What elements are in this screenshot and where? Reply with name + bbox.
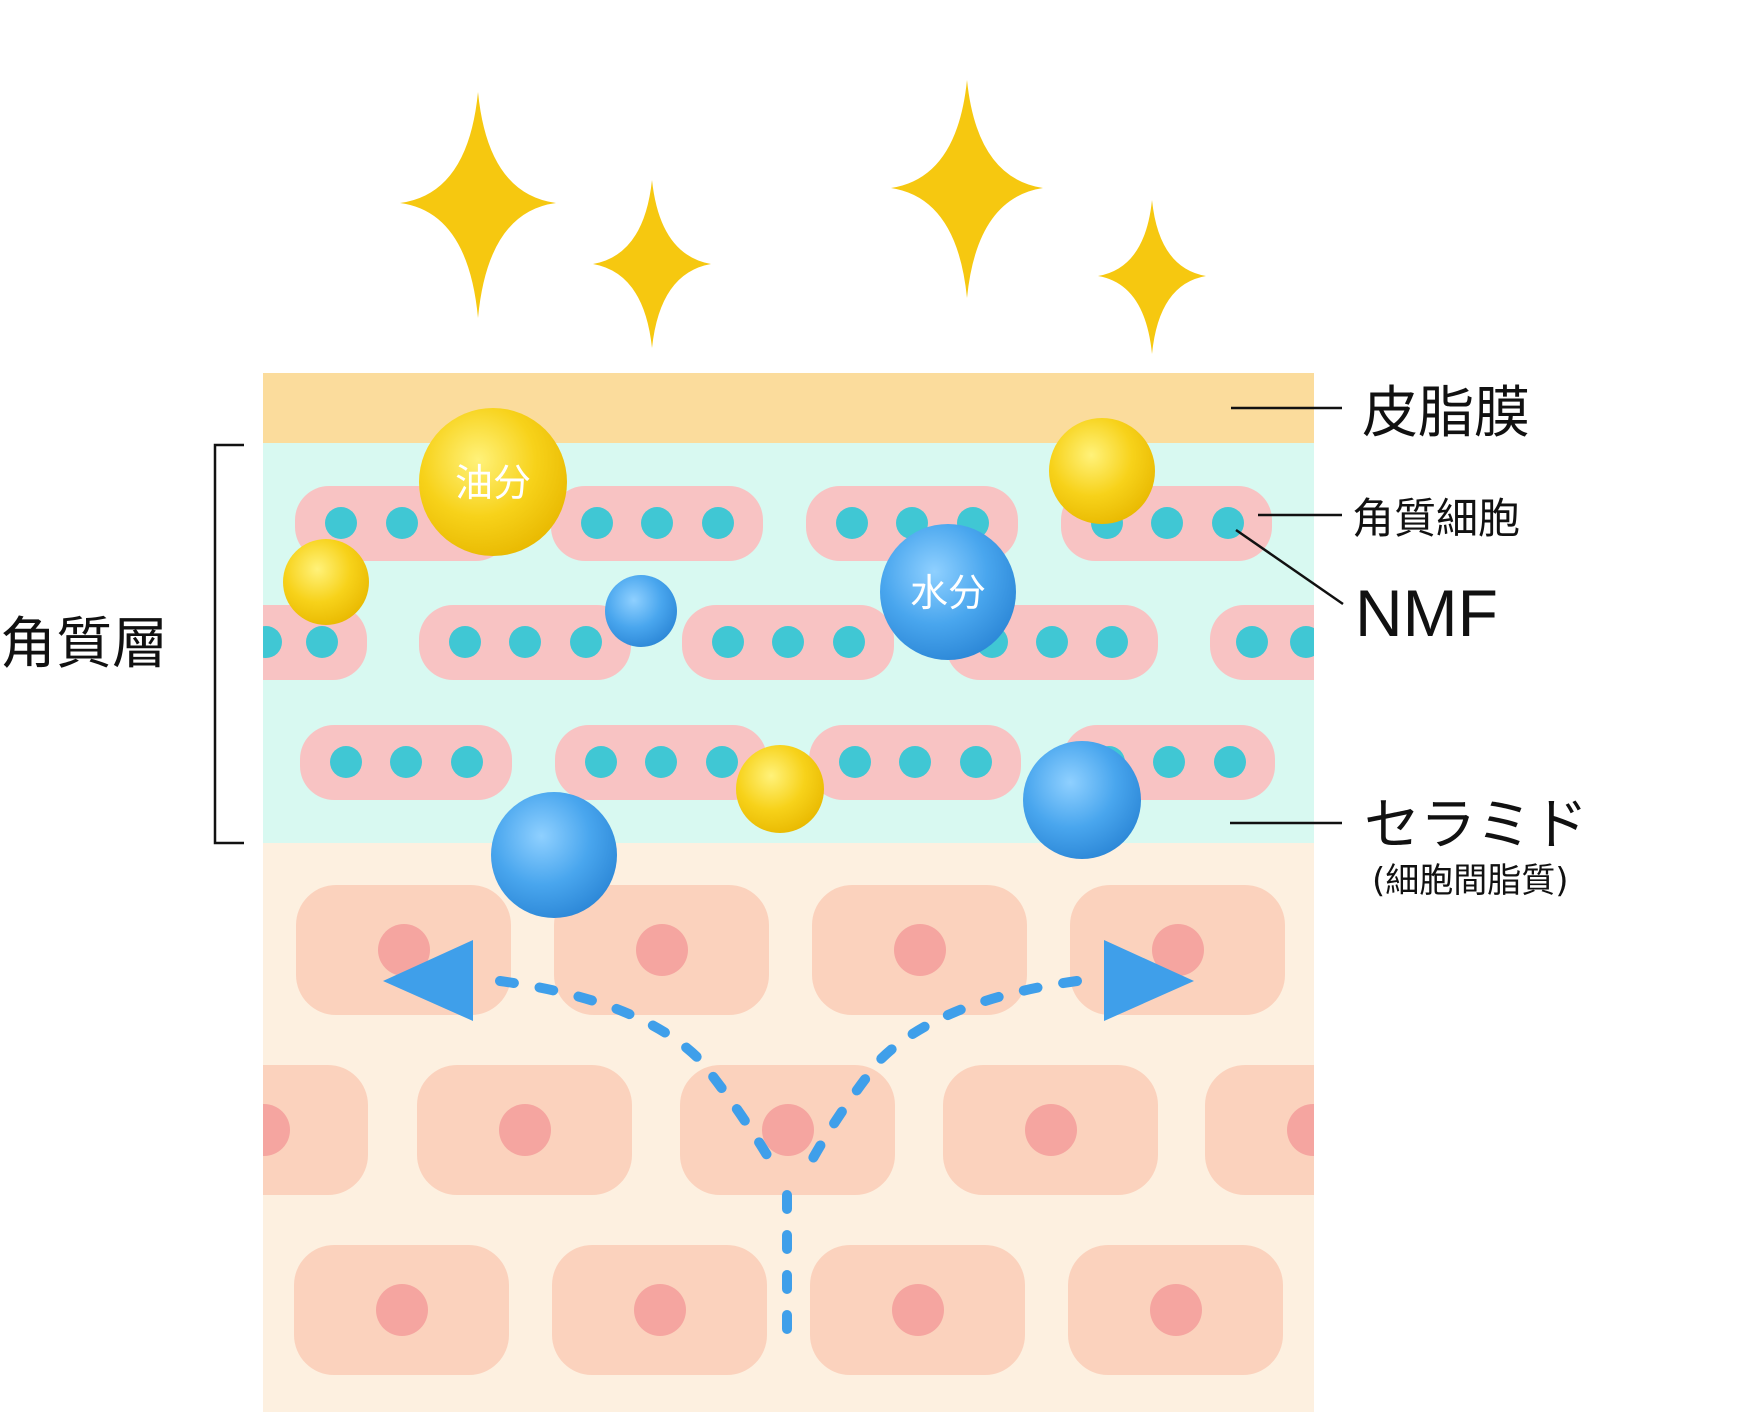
cell-row [263,1065,1314,1195]
label-nmf: NMF [1355,576,1498,650]
nmf-dot [702,507,734,539]
sparkle-icon [891,80,1043,298]
sparkles [400,80,1206,354]
nmf-dot [1151,507,1183,539]
flow-path-left [495,976,775,1165]
cell-row [296,885,1285,1015]
oil-bubble [419,408,567,556]
nucleus [636,924,688,976]
nmf-dot [306,626,338,658]
nmf-dot [581,507,613,539]
nucleus [1152,924,1204,976]
nmf-dot [585,746,617,778]
arrow-left-icon [383,940,473,1021]
sparkle-icon [593,180,711,348]
leader-lines [213,406,1344,845]
leader-line-nmf [1235,528,1344,606]
nucleus [1025,1104,1077,1156]
bracket-stratum-corneum [213,443,244,845]
nmf-dot [1096,626,1128,658]
corneocyte-row [295,486,1272,561]
flow-path-right [807,976,1082,1165]
water-bubble [880,524,1016,660]
label-corneocyte: 角質細胞 [1352,494,1520,543]
water-bubble-label: 水分 [910,571,986,615]
water-droplet [605,575,677,647]
nmf-dot [1153,746,1185,778]
nmf-dot [263,626,282,658]
nmf-dot [706,746,738,778]
nmf-dot [1236,626,1268,658]
nucleus [1287,1104,1314,1156]
nucleus [499,1104,551,1156]
nmf-dot [1290,626,1314,658]
nmf-dot [772,626,804,658]
nmf-dot [960,746,992,778]
arrow-right-icon [1104,940,1194,1021]
nmf-dot [1212,507,1244,539]
nucleus [762,1104,814,1156]
nmf-dot [570,626,602,658]
oil-droplet [283,539,369,625]
nucleus [378,924,430,976]
moisture-flow [495,976,1082,1355]
nmf-dot [449,626,481,658]
nmf-dot [509,626,541,658]
nmf-dot [836,507,868,539]
oil-droplet [736,745,824,833]
oil-bubble-label: 油分 [455,461,531,505]
sebum-film-layer [263,373,1314,443]
cell [263,1065,368,1195]
nmf-dot [1214,746,1246,778]
cell [1205,1065,1314,1195]
nucleus [634,1284,686,1336]
label-stratum-corneum: 角質層 [0,612,168,677]
water-droplet [1023,741,1141,859]
nmf-dot [645,746,677,778]
nucleus [892,1284,944,1336]
sparkle-icon [400,92,556,318]
nucleus [263,1104,290,1156]
sparkle-icon [1098,200,1206,354]
nucleus [894,924,946,976]
nmf-dot [330,746,362,778]
corneocyte [1210,605,1314,680]
oil-droplet [1049,418,1155,524]
nmf-dot [386,507,418,539]
label-ceramide: セラミド [1364,793,1588,858]
nmf-dot [325,507,357,539]
nmf-dot [899,746,931,778]
nmf-dot [641,507,673,539]
label-sebum-film: 皮脂膜 [1362,381,1530,446]
nmf-dot [712,626,744,658]
nmf-dot [1036,626,1068,658]
water-droplet [491,792,617,918]
cell-row [294,1245,1283,1375]
nmf-dot [839,746,871,778]
nucleus [376,1284,428,1336]
nmf-dot [390,746,422,778]
nmf-dot [833,626,865,658]
label-ceramide-sub: (細胞間脂質) [1372,861,1569,901]
nucleus [1150,1284,1202,1336]
nmf-dot [451,746,483,778]
